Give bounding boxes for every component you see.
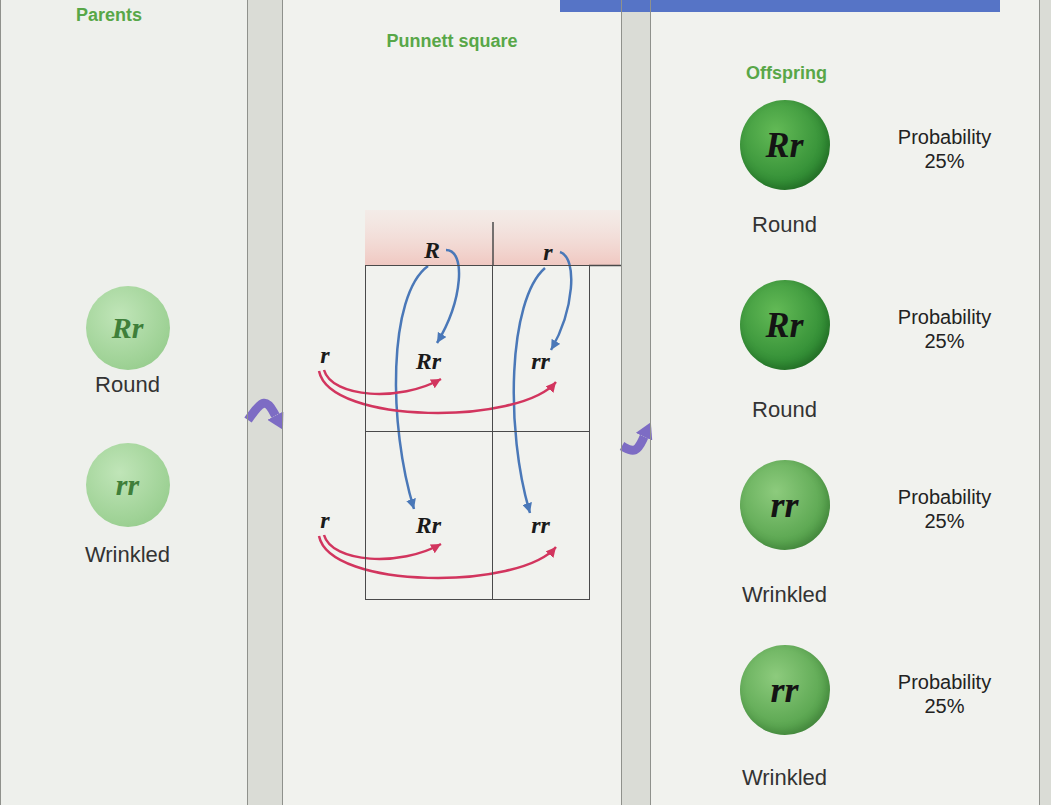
probability-column: Probability 25%	[855, 100, 1035, 173]
allele-arrow	[551, 252, 571, 350]
pea-column: rrWrinkled	[715, 645, 855, 791]
header-band	[365, 210, 620, 265]
pea-column: rrWrinkled	[715, 460, 855, 608]
pea-column: RrRound	[715, 100, 855, 238]
panel-box: Punnett squareRrrrRrrr	[282, 0, 622, 805]
panel-box: OffspringRrRoundProbability 25%RrRoundPr…	[650, 0, 1040, 805]
allele-letter: r	[305, 342, 345, 368]
allele-arrows	[319, 370, 556, 578]
allele-arrow	[319, 536, 556, 578]
punnett-cell: rr	[492, 265, 590, 432]
phenotype-label: Round	[752, 397, 817, 423]
panel-fill	[0, 0, 248, 805]
probability-label: Probability 25%	[885, 670, 1005, 718]
allele-arrow	[319, 371, 556, 413]
genotype-label: rr	[770, 669, 798, 711]
pea-seed: Rr	[740, 280, 830, 370]
panel-fill	[650, 0, 1040, 805]
grid-line	[589, 265, 622, 267]
genotype-label: Rr	[765, 304, 803, 346]
genotype-label: rr	[116, 468, 139, 502]
probability-column: Probability 25%	[855, 280, 1035, 353]
panel-heading: Punnett square	[283, 0, 621, 53]
pea-seed: rr	[740, 460, 830, 550]
probability-label: Probability 25%	[885, 485, 1005, 533]
panel-box: ParentsRrRound rrWrinkled	[0, 0, 248, 805]
punnett-cell: Rr	[365, 431, 493, 600]
pea-group: RrRound Probability 25%	[715, 100, 1035, 238]
phenotype-label: Wrinkled	[85, 542, 170, 568]
pea-group: RrRound	[68, 286, 188, 398]
pea-column: RrRound	[715, 280, 855, 423]
genotype-label: Rr	[112, 311, 144, 345]
allele-arrow	[514, 268, 545, 513]
genotype-label: rr	[493, 266, 589, 373]
allele-header: r	[305, 342, 345, 368]
phenotype-label: Round	[95, 372, 160, 398]
pea-group: RrRound Probability 25%	[715, 280, 1035, 423]
allele-arrows	[396, 250, 571, 513]
pea-seed: rr	[740, 645, 830, 735]
allele-header: r	[305, 507, 345, 533]
flow-arrow	[248, 403, 275, 420]
allele-arrow	[324, 370, 441, 394]
pea-seed: Rr	[740, 100, 830, 190]
panel-fill	[282, 0, 622, 805]
genotype-label: Rr	[366, 432, 492, 537]
allele-letter: r	[305, 507, 345, 533]
pea-seed: Rr	[86, 286, 170, 370]
header-bar	[560, 0, 1000, 12]
genotype-label: rr	[493, 432, 589, 537]
allele-letter: R	[412, 237, 452, 263]
genotype-label: Rr	[765, 124, 803, 166]
punnett-cell: Rr	[365, 265, 493, 432]
grid-line	[492, 222, 494, 266]
phenotype-label: Wrinkled	[742, 765, 827, 791]
pea-group: rrWrinkled Probability 25%	[715, 460, 1035, 608]
allele-arrow	[324, 535, 441, 559]
flow-arrow	[622, 437, 644, 451]
phenotype-label: Round	[752, 212, 817, 238]
probability-column: Probability 25%	[855, 460, 1035, 533]
genotype-label: rr	[770, 484, 798, 526]
genotype-label: Rr	[366, 266, 492, 373]
phenotype-label: Wrinkled	[742, 582, 827, 608]
pea-seed: rr	[86, 443, 170, 527]
panel-heading: Parents	[1, 0, 247, 27]
allele-header: R	[412, 237, 452, 263]
pea-group: rrWrinkled	[68, 443, 188, 568]
probability-label: Probability 25%	[885, 305, 1005, 353]
probability-label: Probability 25%	[885, 125, 1005, 173]
allele-header: r	[528, 239, 568, 265]
punnett-cell: rr	[492, 431, 590, 600]
allele-letter: r	[528, 239, 568, 265]
panel-heading: Offspring	[651, 0, 1039, 85]
pea-group: rrWrinkled Probability 25%	[715, 645, 1035, 791]
probability-column: Probability 25%	[855, 645, 1035, 718]
